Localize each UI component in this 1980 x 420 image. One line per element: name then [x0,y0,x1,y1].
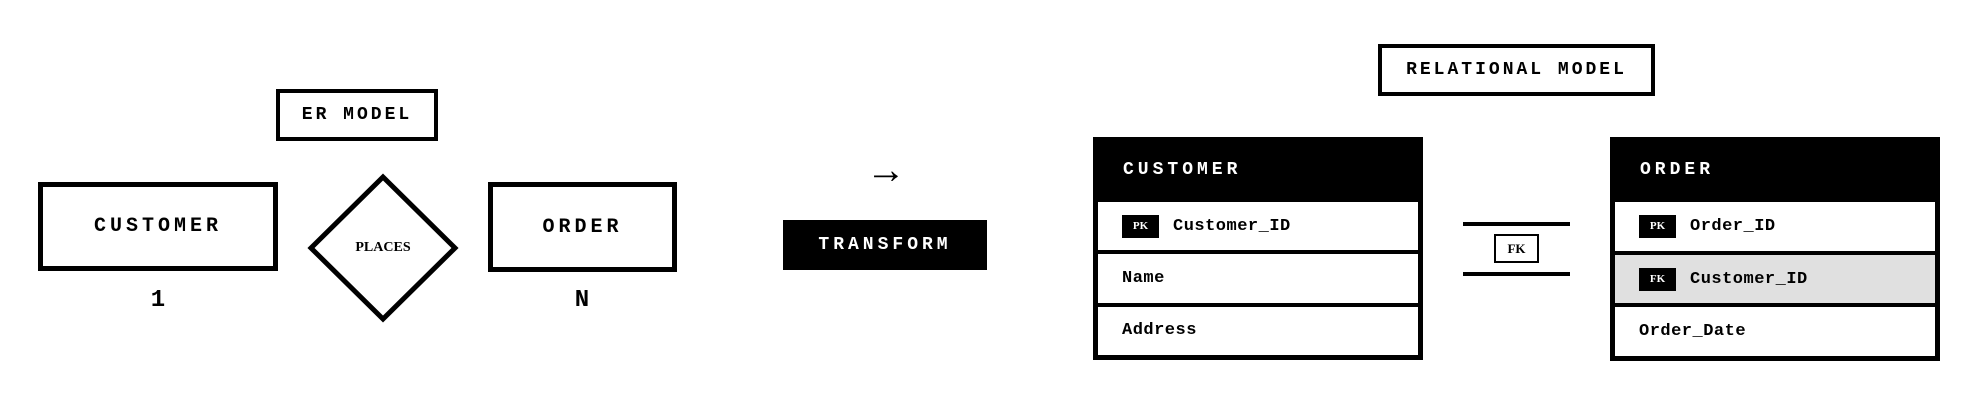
table-row-highlighted[interactable]: FK Customer_ID [1615,254,1935,304]
table-row[interactable]: Name [1098,254,1418,303]
er-entity-customer[interactable]: CUSTOMER [38,182,278,271]
er-model-title: ER MODEL [276,89,438,141]
connector-line-top [1463,222,1570,226]
table-row[interactable]: PK Customer_ID [1098,202,1418,251]
column-name: Order_ID [1690,216,1776,236]
er-entity-order[interactable]: ORDER [488,182,677,272]
foreign-key-badge: FK [1639,267,1676,291]
table-order-header: ORDER [1640,160,1715,180]
table-customer-header: CUSTOMER [1123,160,1242,180]
relationship-diamond[interactable] [306,172,460,324]
table-row[interactable]: Order_Date [1615,307,1935,357]
cardinality-customer: 1 [150,287,166,314]
table-row[interactable]: PK Order_ID [1615,202,1935,251]
column-name: Order_Date [1639,322,1747,342]
foreign-key-connector-label: FK [1494,234,1539,263]
arrow-right-icon: → [873,151,898,196]
primary-key-badge: PK [1122,214,1159,238]
column-name: Name [1122,268,1165,288]
primary-key-badge: PK [1639,214,1676,238]
connector-line-bottom [1463,272,1570,276]
relational-model-title: RELATIONAL MODEL [1378,44,1655,96]
column-name: Customer_ID [1173,216,1291,236]
column-name: Customer_ID [1690,269,1808,289]
transform-button[interactable]: TRANSFORM [783,220,987,270]
cardinality-order: N [574,287,590,314]
table-customer: CUSTOMER PK Customer_ID Name Address [1093,137,1423,360]
column-name: Address [1122,321,1197,341]
relationship-label: PLACES [355,240,411,255]
table-row[interactable]: Address [1098,306,1418,355]
table-order: ORDER PK Order_ID FK Customer_ID Order_D… [1610,137,1940,361]
